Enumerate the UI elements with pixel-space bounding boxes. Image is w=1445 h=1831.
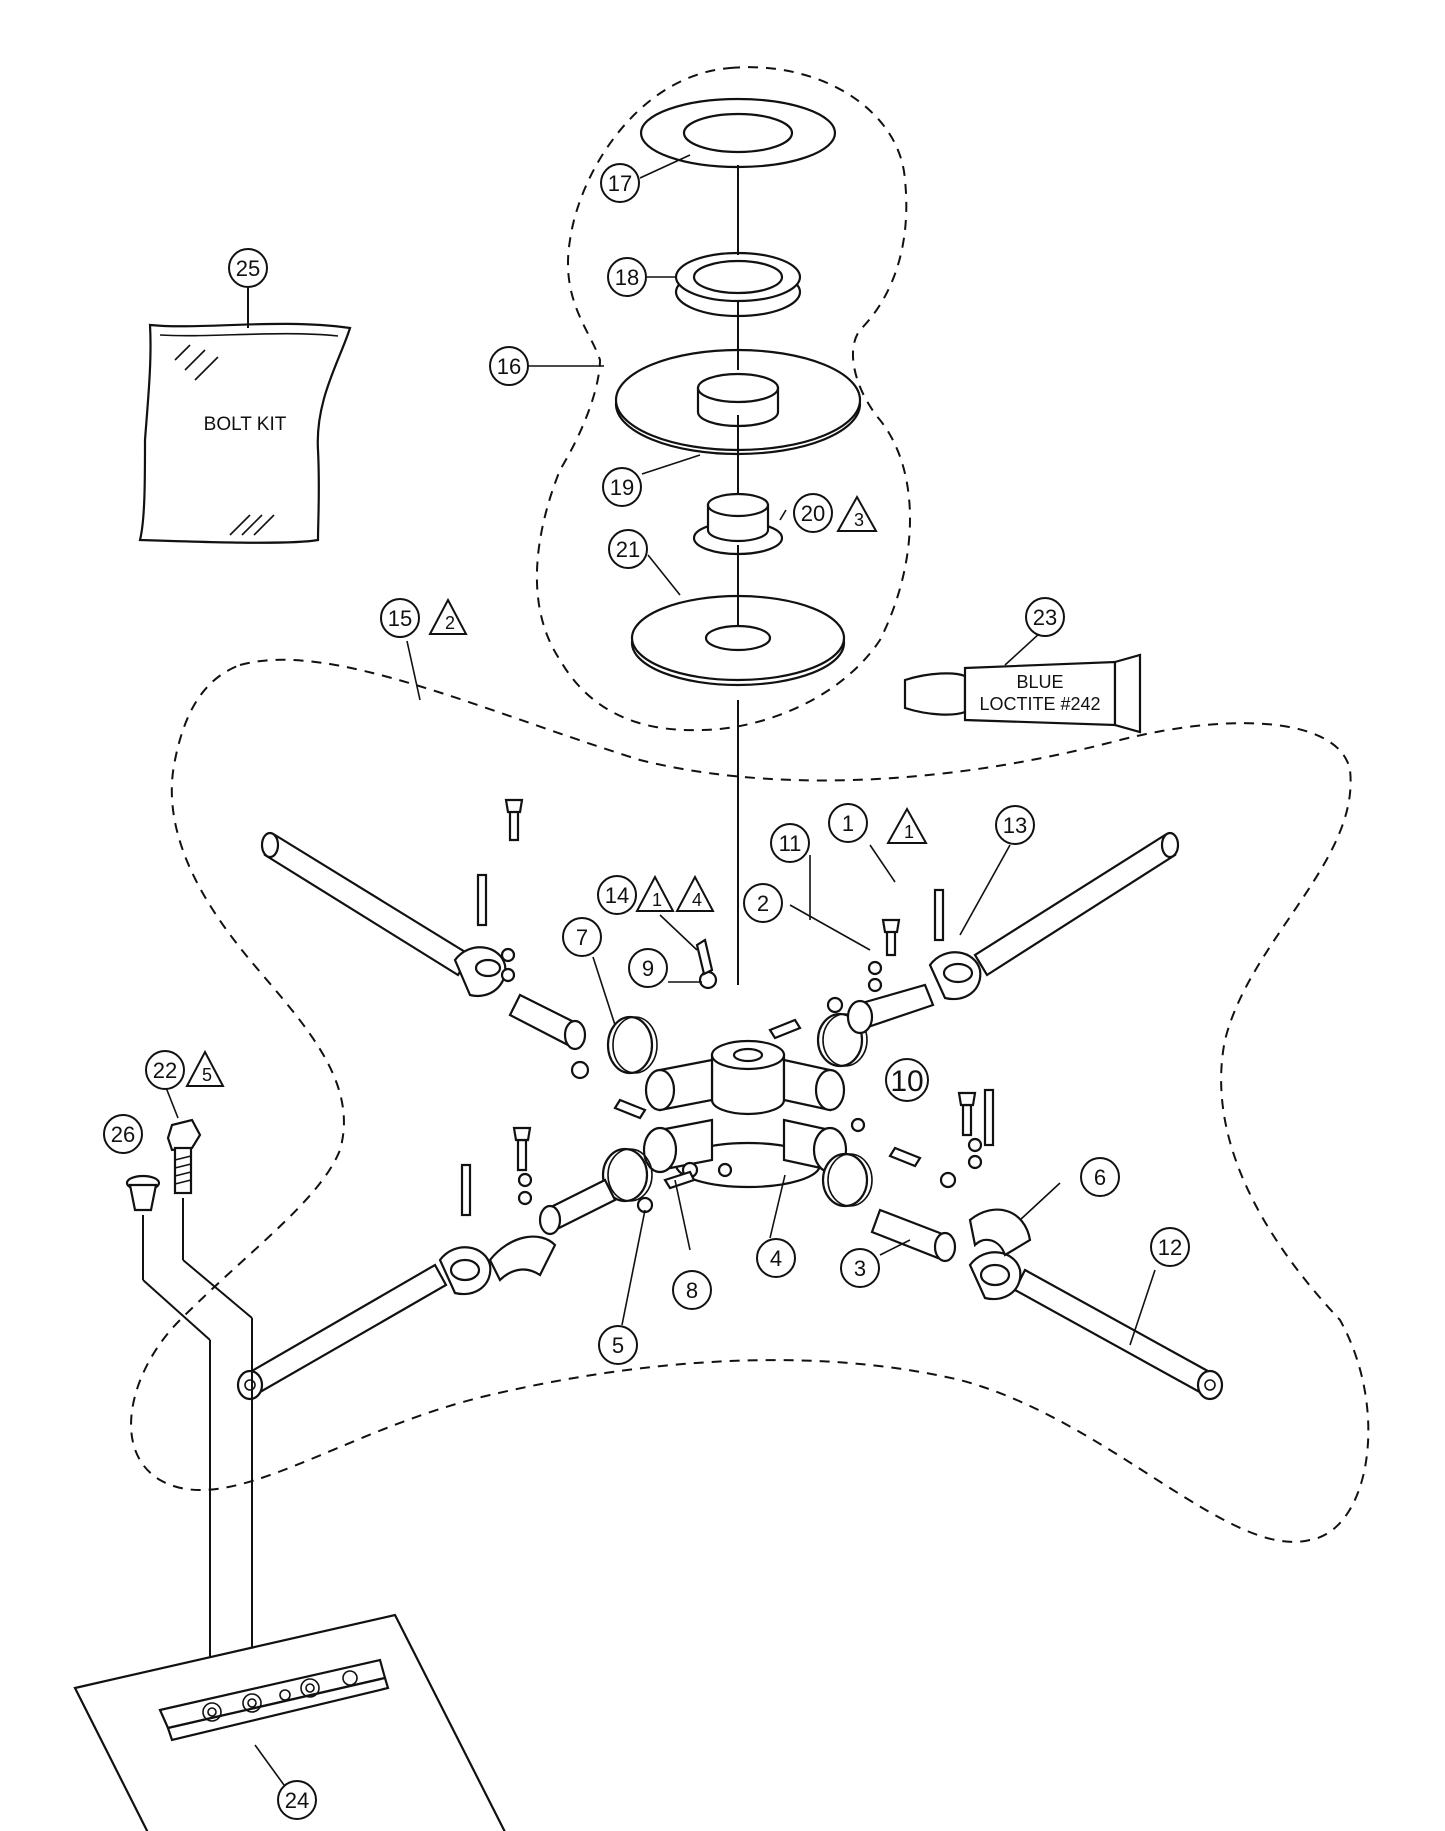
svg-text:19: 19 [610, 475, 634, 500]
arm-upper-left [260, 798, 587, 1051]
callout-5: 5 [598, 1325, 638, 1365]
svg-text:2: 2 [445, 613, 455, 633]
svg-text:6: 6 [1094, 1165, 1106, 1190]
bolt-22 [166, 1118, 202, 1195]
svg-text:3: 3 [854, 1256, 866, 1281]
loctite-label-line2: LOCTITE #242 [979, 694, 1100, 714]
svg-text:12: 12 [1158, 1235, 1182, 1260]
bolt-kit-label: BOLT KIT [204, 414, 287, 435]
svg-text:1: 1 [904, 822, 914, 842]
callout-8: 8 [672, 1270, 712, 1310]
bushing-20 [692, 492, 784, 556]
spring-upper-left [606, 1015, 658, 1075]
note-triangle-3-at-callout-20: 3 [836, 494, 878, 532]
svg-text:25: 25 [236, 256, 260, 281]
svg-text:21: 21 [616, 537, 640, 562]
svg-text:26: 26 [111, 1122, 135, 1147]
callout-25: 25 [228, 248, 268, 288]
callout-3: 3 [840, 1248, 880, 1288]
callout-20: 20 [793, 493, 833, 533]
callout-18: 18 [607, 257, 647, 297]
note-triangle-1-at-callout-1: 1 [886, 806, 928, 844]
callout-21: 21 [608, 529, 648, 569]
note-triangle-2-at-callout-15: 2 [428, 597, 468, 635]
callout-12: 12 [1150, 1227, 1190, 1267]
svg-text:17: 17 [608, 171, 632, 196]
svg-text:8: 8 [686, 1278, 698, 1303]
spring-lower-right [821, 1152, 873, 1208]
callout-10: 10 [885, 1058, 929, 1102]
svg-text:22: 22 [153, 1058, 177, 1083]
svg-text:10: 10 [890, 1065, 923, 1098]
spring-lower-left [601, 1147, 653, 1203]
bolt-kit-bag: BOLT KIT [138, 322, 352, 544]
callout-13: 13 [995, 805, 1035, 845]
callout-22: 22 [145, 1050, 185, 1090]
callout-15: 15 [380, 598, 420, 638]
loctite-label-line1: BLUE [1016, 672, 1063, 692]
svg-text:3: 3 [854, 510, 864, 530]
disc-19 [614, 348, 862, 456]
svg-text:4: 4 [770, 1246, 782, 1271]
center-hub [642, 1039, 848, 1189]
callout-19: 19 [602, 467, 642, 507]
arm-upper-right [846, 831, 1180, 1035]
svg-text:7: 7 [576, 925, 588, 950]
svg-text:16: 16 [497, 354, 521, 379]
svg-text:18: 18 [615, 265, 639, 290]
callout-26: 26 [103, 1114, 143, 1154]
svg-text:20: 20 [801, 501, 825, 526]
svg-text:1: 1 [652, 890, 662, 910]
svg-text:5: 5 [202, 1065, 212, 1085]
callout-14: 14 [597, 875, 637, 915]
callout-24: 24 [277, 1780, 317, 1820]
leader-lines [164, 154, 1156, 1786]
arm-lower-right [870, 1088, 1224, 1401]
svg-text:4: 4 [692, 890, 702, 910]
svg-text:11: 11 [779, 831, 802, 856]
callout-23: 23 [1025, 597, 1065, 637]
callout-9: 9 [628, 948, 668, 988]
svg-text:1: 1 [842, 811, 854, 836]
svg-text:23: 23 [1033, 605, 1057, 630]
washer-17 [639, 97, 837, 169]
group-boundary-15 [130, 658, 1370, 1543]
note-triangle-4-at-callout-14: 4 [675, 874, 715, 912]
svg-text:24: 24 [285, 1788, 309, 1813]
loctite-tube: BLUE LOCTITE #242 [903, 653, 1142, 734]
svg-text:13: 13 [1003, 813, 1027, 838]
note-triangle-5-at-callout-22: 5 [185, 1049, 225, 1087]
callout-17: 17 [600, 163, 640, 203]
svg-text:14: 14 [605, 883, 629, 908]
svg-text:9: 9 [642, 956, 654, 981]
svg-text:5: 5 [612, 1333, 624, 1358]
callout-16: 16 [489, 346, 529, 386]
callout-1: 1 [828, 803, 868, 843]
callout-2: 2 [743, 883, 783, 923]
arm-lower-left [236, 1126, 617, 1401]
disc-21 [630, 594, 846, 687]
callout-6: 6 [1080, 1157, 1120, 1197]
mount-plate-24 [73, 1613, 506, 1831]
callout-4: 4 [756, 1238, 796, 1278]
svg-text:15: 15 [388, 606, 412, 631]
note-triangle-1-at-callout-14: 1 [635, 874, 675, 912]
callout-11: 11 [770, 823, 810, 863]
callout-7: 7 [562, 917, 602, 957]
svg-text:2: 2 [757, 891, 769, 916]
bushing-26 [125, 1174, 161, 1212]
